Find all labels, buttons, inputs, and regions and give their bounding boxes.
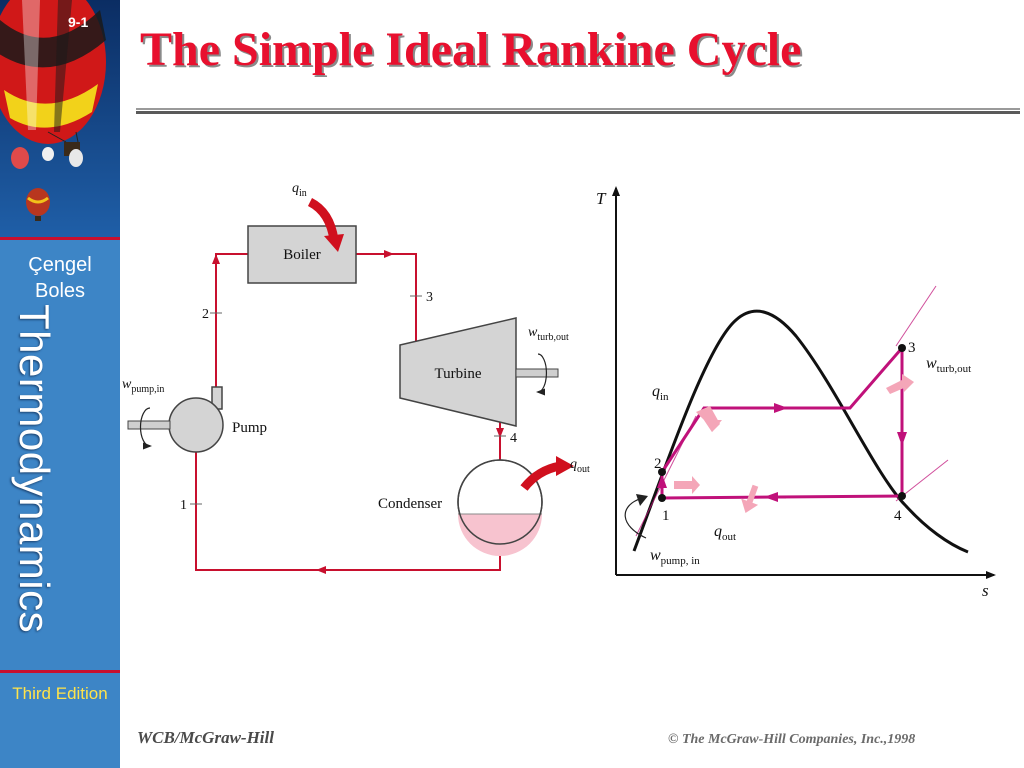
w-pump-arrow — [624, 497, 647, 539]
state-point-4 — [898, 492, 906, 500]
energy-transfer-arrows — [674, 374, 914, 514]
state-2-label: 2 — [202, 307, 209, 322]
state-4-label: 4 — [510, 431, 517, 446]
slide-title: The Simple Ideal Rankine Cycle — [140, 23, 802, 76]
copyright-footer: © The McGraw-Hill Companies, Inc.,1998 — [668, 732, 916, 747]
publisher-footer: WCB/McGraw-Hill — [137, 728, 274, 747]
sidebar-divider-top — [0, 237, 120, 240]
ts-state-2-label: 2 — [654, 456, 662, 472]
rankine-cycle-schematic: Boiler Turbine Pump Condenser 1 2 3 4 qi… — [122, 181, 590, 574]
ts-w-pump-in-label: wpump, in — [650, 547, 700, 567]
author-cengel: Çengel — [28, 254, 92, 276]
state-point-3 — [898, 344, 906, 352]
state-3-label: 3 — [426, 290, 433, 305]
s-axis-label: s — [982, 581, 989, 600]
ts-w-turb-out-label: wturb,out — [926, 355, 971, 375]
edition-label: Third Edition — [12, 684, 108, 703]
condensate-liquid — [458, 514, 542, 556]
q-in-label: qin — [292, 181, 307, 199]
w-turb-out-label: wturb,out — [528, 325, 569, 343]
q-out-arrow — [520, 461, 561, 491]
turbine-shaft — [515, 368, 559, 378]
pump — [168, 397, 224, 453]
author-boles: Boles — [34, 280, 86, 302]
pump-shaft — [127, 420, 171, 430]
t-s-diagram: T s 1 2 3 4 qin qout wturb,o — [596, 186, 996, 600]
saturation-dome — [632, 309, 969, 554]
sidebar-divider-bottom — [0, 670, 120, 673]
boiler-label: Boiler — [283, 247, 321, 263]
ts-state-4-label: 4 — [894, 508, 902, 524]
pump-rotation-arrow — [139, 407, 152, 450]
pump-label: Pump — [232, 420, 267, 436]
ts-q-in-label: qin — [652, 383, 669, 403]
condenser-label: Condenser — [378, 496, 442, 512]
state-point-2 — [658, 468, 666, 476]
q-out-label: qout — [570, 457, 590, 475]
sidebar: 9-1 Çengel Boles Thermodynamics Third Ed… — [0, 0, 120, 768]
slide-number: 9-1 — [68, 14, 89, 30]
flow-arrows — [212, 250, 504, 574]
ts-state-1-label: 1 — [662, 508, 670, 524]
t-axis-label: T — [596, 189, 607, 208]
state-1-label: 1 — [180, 498, 187, 513]
turbine-rotation-arrow — [536, 353, 548, 396]
cycle-process-lines — [660, 347, 904, 500]
book-title: Thermodynamics — [11, 304, 58, 634]
piping — [195, 253, 501, 571]
ts-q-out-label: qout — [714, 523, 736, 543]
ts-state-3-label: 3 — [908, 340, 916, 356]
title-underline — [136, 108, 1020, 114]
state-point-1 — [658, 494, 666, 502]
turbine — [399, 317, 517, 427]
w-pump-in-label: wpump,in — [122, 377, 164, 395]
hot-air-balloon-image — [0, 0, 120, 238]
turbine-label: Turbine — [435, 366, 482, 382]
